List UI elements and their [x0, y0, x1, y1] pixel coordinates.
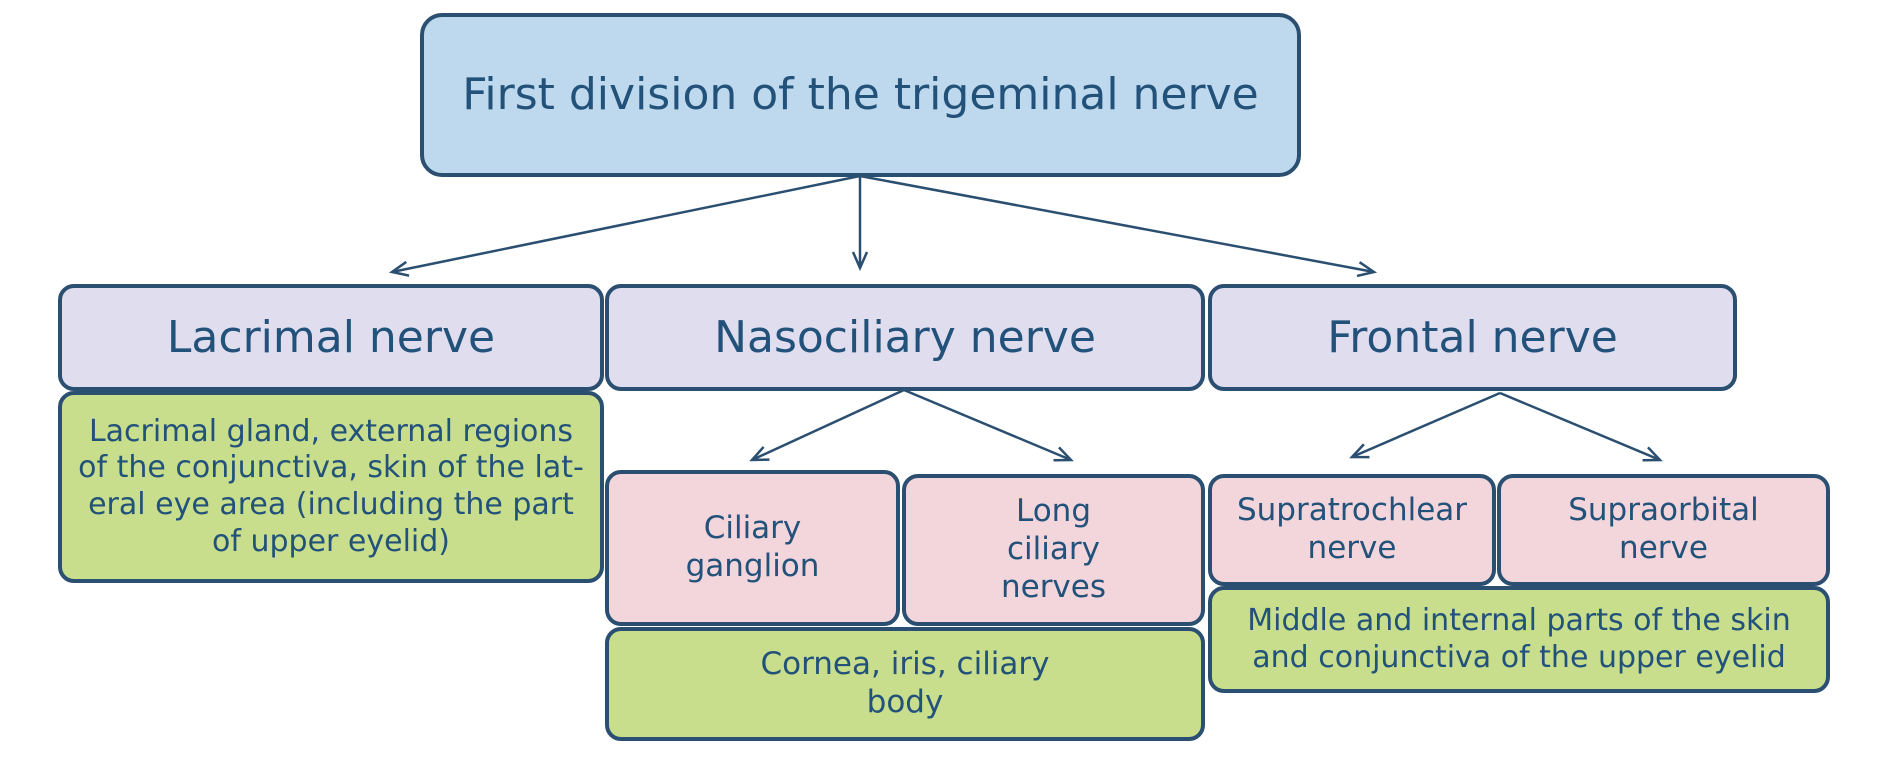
root-node-label: First division of the trigeminal nerve	[462, 69, 1259, 121]
frontal-target-box: Middle and internal parts of the skin an…	[1208, 586, 1830, 693]
arrow-frontal-to-supraorbital	[1499, 391, 1660, 460]
lacrimal-nerve-label: Lacrimal nerve	[166, 311, 496, 363]
nasociliary-nerve-label: Nasociliary nerve	[714, 311, 1096, 363]
supratrochlear-nerve-node: Supratrochlear nerve	[1208, 474, 1496, 586]
supraorbital-nerve-node: Supraorbital nerve	[1497, 474, 1830, 586]
lacrimal-target-text: Lacrimal gland, external regions of the …	[78, 413, 584, 559]
ciliary-ganglion-node: Ciliary ganglion	[605, 470, 900, 626]
lacrimal-target-box: Lacrimal gland, external regions of the …	[58, 391, 604, 583]
nasociliary-target-box: Cornea, iris, ciliary body	[605, 627, 1205, 741]
arrow-root-to-frontal	[859, 174, 1374, 272]
long-ciliary-nerves-node: Long ciliary nerves	[902, 474, 1205, 626]
arrow-nasociliary-to-long-ciliary-nerves	[903, 388, 1071, 460]
frontal-nerve-node: Frontal nerve	[1208, 284, 1737, 391]
long-ciliary-nerves-label: Long ciliary nerves	[1000, 493, 1107, 605]
nasociliary-target-text: Cornea, iris, ciliary body	[760, 646, 1050, 720]
supraorbital-nerve-label: Supraorbital nerve	[1568, 492, 1759, 566]
frontal-nerve-label: Frontal nerve	[1327, 311, 1618, 363]
arrow-nasociliary-to-ciliary-ganglion	[752, 388, 905, 460]
nasociliary-nerve-node: Nasociliary nerve	[605, 284, 1205, 391]
arrow-frontal-to-supratrochlear	[1352, 391, 1501, 457]
lacrimal-nerve-node: Lacrimal nerve	[58, 284, 604, 391]
frontal-target-text: Middle and internal parts of the skin an…	[1247, 602, 1791, 675]
arrow-root-to-lacrimal	[392, 174, 861, 272]
ciliary-ganglion-label: Ciliary ganglion	[685, 510, 820, 584]
supratrochlear-nerve-label: Supratrochlear nerve	[1236, 492, 1468, 566]
root-node: First division of the trigeminal nerve	[420, 13, 1301, 177]
